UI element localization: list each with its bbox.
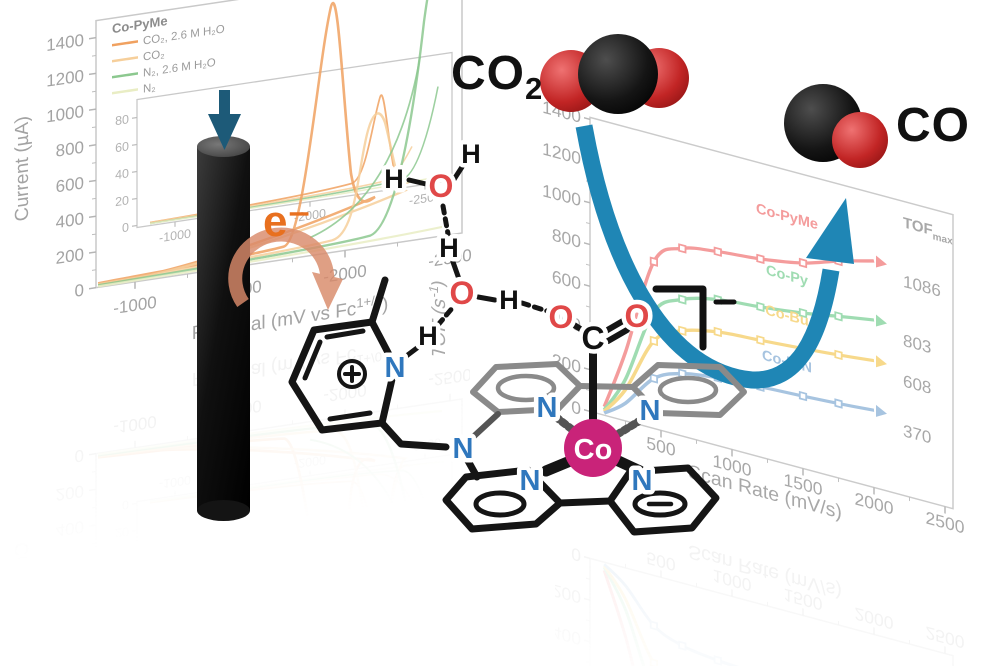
svg-text:400: 400 xyxy=(56,517,84,540)
co2-carbon-sphere xyxy=(578,34,658,114)
svg-text:600: 600 xyxy=(56,553,84,576)
cv-y-axis-label: Current (µA) xyxy=(12,541,33,649)
svg-text:0: 0 xyxy=(571,397,581,419)
co-label: CO xyxy=(896,99,970,152)
svg-text:-1000: -1000 xyxy=(159,472,191,491)
o-atom-label: O xyxy=(429,168,454,204)
co2-label: CO2 xyxy=(451,47,544,106)
co-center-label: Co xyxy=(574,434,613,466)
n-atom-label: N xyxy=(385,352,406,384)
h-atom-label: H xyxy=(499,285,519,315)
svg-text:0: 0 xyxy=(571,543,581,565)
electron-label: e⁻ xyxy=(263,197,311,246)
svg-text:-1000: -1000 xyxy=(159,227,191,246)
back-co-n-bonds xyxy=(552,413,645,438)
electron-transfer-arc-icon xyxy=(228,227,343,310)
svg-text:-2500: -2500 xyxy=(409,189,441,208)
svg-text:CO₂: CO₂ xyxy=(143,48,165,63)
svg-text:20: 20 xyxy=(115,193,129,209)
pyridinium-plus-charge xyxy=(337,359,367,389)
atom-labels: H H O H O H H O O C N N N N N N xyxy=(380,135,665,502)
o-atom-label: O xyxy=(549,299,574,335)
svg-text:80: 80 xyxy=(115,112,129,128)
c-atom-label: C xyxy=(581,320,604,356)
cobalt-complex-structure: H H O H O H H O O C N N N N N N Co xyxy=(288,135,747,536)
anion-bracket xyxy=(652,285,737,351)
svg-text:60: 60 xyxy=(115,139,129,155)
svg-text:20: 20 xyxy=(115,524,129,540)
svg-text:800: 800 xyxy=(56,588,84,611)
n-atom-label: N xyxy=(453,433,474,465)
tof-y-axis-label: TOF (s-1) xyxy=(426,277,450,360)
svg-text:0: 0 xyxy=(75,281,84,301)
svg-text:200: 200 xyxy=(56,481,84,504)
svg-text:N₂: N₂ xyxy=(143,82,156,96)
o-atom-label: O xyxy=(450,275,475,311)
svg-text:-2000: -2000 xyxy=(294,452,326,471)
co-oxygen-sphere xyxy=(832,112,888,168)
back-bipyridine-rings xyxy=(469,361,747,441)
svg-text:400: 400 xyxy=(56,209,84,232)
h-atom-label: H xyxy=(461,139,481,169)
svg-text:600: 600 xyxy=(56,173,84,196)
svg-text:0: 0 xyxy=(122,497,129,512)
cv-y-axis-label: Current (µA) xyxy=(12,115,33,223)
svg-text:0: 0 xyxy=(75,445,84,465)
svg-text:40: 40 xyxy=(115,551,129,567)
co2-to-co-arrow-icon xyxy=(575,124,854,389)
svg-text:40: 40 xyxy=(115,166,129,182)
svg-text:0: 0 xyxy=(122,220,129,235)
co2-adduct-bonds xyxy=(568,318,630,423)
svg-text:800: 800 xyxy=(56,138,84,161)
svg-text:1200: 1200 xyxy=(46,660,84,666)
tof-frame xyxy=(589,557,954,666)
cv-frame xyxy=(95,398,463,666)
hydrogen-bonds xyxy=(435,203,550,328)
cv-curves xyxy=(97,409,443,666)
pyridinium-ring xyxy=(288,276,399,434)
h-atom-label: H xyxy=(439,233,459,263)
h-atom-label: H xyxy=(384,164,404,194)
water-bonds xyxy=(402,164,498,360)
h-atom-label: H xyxy=(418,321,438,351)
n-atom-label: N xyxy=(640,395,661,427)
cobalt-center: Co xyxy=(564,419,622,477)
svg-text:80: 80 xyxy=(115,605,129,621)
electrode-rod xyxy=(197,136,250,521)
n-atom-label: N xyxy=(632,465,653,497)
electron-flow-arrow-icon xyxy=(208,90,241,150)
svg-text:200: 200 xyxy=(56,245,84,268)
svg-text:CO₂: CO₂ xyxy=(143,660,165,666)
svg-text:60: 60 xyxy=(115,578,129,594)
front-bipyridine-rings xyxy=(442,464,720,536)
n-atom-label: N xyxy=(537,392,558,424)
n-atom-label: N xyxy=(520,465,541,497)
svg-text:N₂: N₂ xyxy=(143,630,156,644)
o-atom-label: O xyxy=(625,298,650,334)
